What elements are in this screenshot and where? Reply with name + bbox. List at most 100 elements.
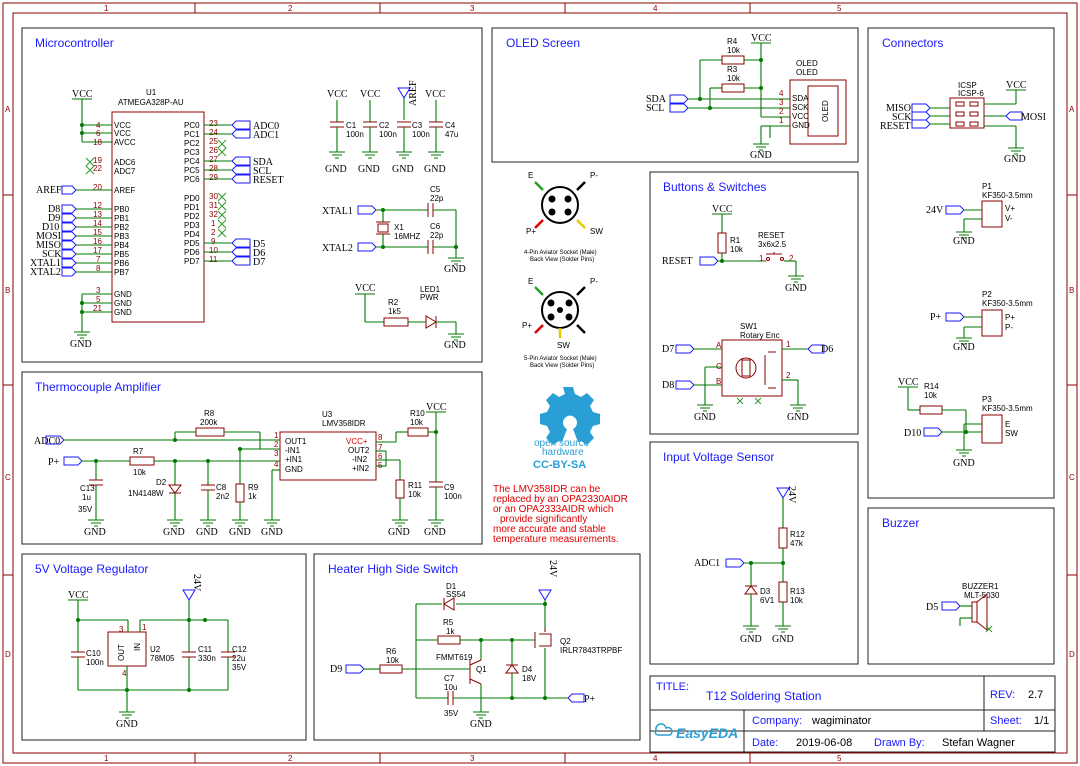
svg-text:GND: GND: [285, 465, 303, 474]
svg-text:R3: R3: [727, 65, 738, 74]
svg-text:D: D: [1069, 650, 1075, 659]
svg-text:R2: R2: [388, 298, 399, 307]
svg-text:IN: IN: [133, 643, 142, 651]
svg-text:P+: P+: [526, 227, 536, 236]
svg-text:D10: D10: [904, 428, 921, 439]
svg-text:1: 1: [104, 754, 109, 763]
svg-text:Input Voltage Sensor: Input Voltage Sensor: [663, 450, 774, 464]
svg-text:3x6x2.5: 3x6x2.5: [758, 240, 787, 249]
svg-text:GND: GND: [261, 527, 283, 538]
svg-text:GND: GND: [114, 299, 132, 308]
svg-text:provide significantly: provide significantly: [500, 514, 587, 525]
svg-text:5: 5: [96, 295, 101, 304]
svg-text:PC3: PC3: [184, 148, 200, 157]
svg-text:Connectors: Connectors: [882, 36, 943, 50]
svg-text:wagiminator: wagiminator: [811, 715, 872, 727]
svg-text:E: E: [1005, 420, 1010, 429]
row-a: A: [5, 105, 11, 114]
svg-text:47u: 47u: [445, 130, 458, 139]
svg-text:C6: C6: [430, 222, 441, 231]
svg-text:VCC: VCC: [425, 89, 446, 100]
svg-text:GND: GND: [392, 164, 414, 175]
ruler-right: A B C D: [1067, 105, 1077, 659]
svg-text:D1: D1: [446, 582, 457, 591]
svg-text:or an OPA2333AIDR which: or an OPA2333AIDR which: [493, 504, 613, 515]
svg-text:Back View (Solder Pins): Back View (Solder Pins): [530, 363, 594, 369]
svg-text:PD7: PD7: [184, 257, 200, 266]
svg-text:2: 2: [274, 440, 279, 449]
svg-text:SW: SW: [1005, 429, 1018, 438]
svg-text:C5: C5: [430, 185, 441, 194]
svg-text:GND: GND: [1004, 154, 1026, 165]
svg-text:100n: 100n: [346, 130, 364, 139]
svg-text:OLED: OLED: [796, 59, 818, 68]
svg-text:SDA: SDA: [253, 157, 274, 168]
svg-text:GND: GND: [787, 412, 809, 423]
svg-text:3: 3: [96, 286, 101, 295]
svg-text:100n: 100n: [412, 130, 430, 139]
svg-text:5: 5: [837, 754, 842, 763]
svg-text:GND: GND: [114, 308, 132, 317]
svg-text:24V: 24V: [786, 486, 797, 504]
svg-text:GND: GND: [70, 339, 92, 350]
svg-text:ADC7: ADC7: [114, 167, 136, 176]
svg-text:AREF: AREF: [114, 186, 135, 195]
svg-text:24V: 24V: [547, 560, 558, 578]
svg-text:8: 8: [378, 433, 383, 442]
ruler-top: 1 2 3 4 5: [104, 3, 842, 13]
svg-text:1/1: 1/1: [1034, 715, 1049, 727]
svg-text:31: 31: [209, 201, 218, 210]
svg-text:23: 23: [209, 119, 218, 128]
svg-text:13: 13: [93, 210, 102, 219]
svg-text:SCK: SCK: [42, 249, 62, 260]
svg-text:B: B: [1069, 286, 1074, 295]
svg-text:1: 1: [211, 219, 216, 228]
svg-text:more accurate and stable: more accurate and stable: [493, 524, 606, 535]
svg-text:D3: D3: [760, 587, 771, 596]
svg-text:GND: GND: [196, 527, 218, 538]
svg-text:XTAL1: XTAL1: [322, 206, 353, 217]
svg-text:100n: 100n: [379, 130, 397, 139]
svg-text:R11: R11: [408, 481, 423, 490]
svg-text:2019-06-08: 2019-06-08: [796, 737, 852, 749]
svg-text:REV:: REV:: [990, 689, 1015, 701]
svg-text:GND: GND: [424, 164, 446, 175]
u3-opamp: [279, 431, 377, 481]
easyeda-logo: EasyEDA: [654, 723, 738, 741]
svg-text:U3: U3: [322, 410, 333, 419]
svg-text:P-: P-: [1005, 323, 1013, 332]
svg-text:GND: GND: [444, 340, 466, 351]
svg-text:5V Voltage Regulator: 5V Voltage Regulator: [35, 562, 148, 576]
svg-text:GND: GND: [229, 527, 251, 538]
svg-text:ICSP: ICSP: [958, 81, 977, 90]
svg-text:MOSI: MOSI: [1021, 112, 1046, 123]
svg-text:C13: C13: [80, 484, 95, 493]
svg-text:ADC6: ADC6: [114, 158, 136, 167]
svg-text:C8: C8: [216, 483, 227, 492]
svg-text:U2: U2: [150, 645, 161, 654]
svg-text:LED1: LED1: [420, 285, 441, 294]
svg-text:GND: GND: [388, 527, 410, 538]
svg-text:10k: 10k: [410, 418, 424, 427]
title-block: TITLE: T12 Soldering Station REV: 2.7 Co…: [649, 675, 1056, 753]
svg-text:2: 2: [779, 107, 784, 116]
svg-text:PB1: PB1: [114, 214, 130, 223]
svg-text:open source: open source: [534, 438, 589, 449]
svg-text:SCK: SCK: [892, 112, 912, 123]
svg-text:XTAL2: XTAL2: [322, 243, 353, 254]
svg-text:OUT1: OUT1: [285, 437, 307, 446]
svg-text:KF350-3.5mm: KF350-3.5mm: [982, 191, 1033, 200]
opamp-note: The LMV358IDR can be replaced by an OPA2…: [493, 484, 628, 545]
svg-text:R8: R8: [204, 409, 215, 418]
svg-text:VCC: VCC: [72, 89, 93, 100]
svg-text:11: 11: [209, 255, 218, 264]
svg-text:SCL: SCL: [646, 103, 664, 114]
svg-text:C12: C12: [232, 645, 247, 654]
svg-text:1: 1: [786, 340, 791, 349]
svg-text:VCC+: VCC+: [346, 437, 368, 446]
svg-text:D6: D6: [253, 248, 265, 259]
